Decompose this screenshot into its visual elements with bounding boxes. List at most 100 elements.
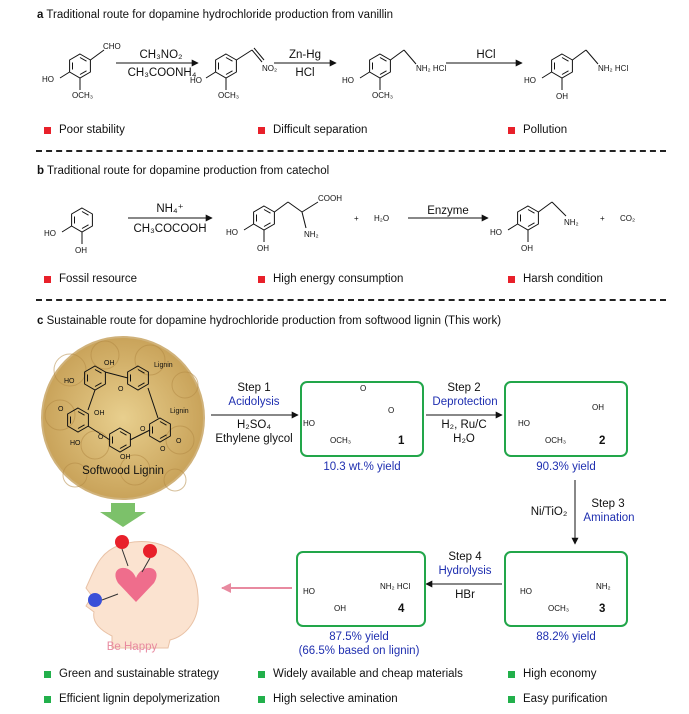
arrow-a2-top: Zn-Hg [289,49,321,61]
step3-reagent: Ni/TiO₂ [530,506,568,518]
lignin-atom: O [98,434,104,441]
chem-och3: OCH₃ [72,91,94,100]
be-happy-label: Be Happy [106,641,158,653]
section-a-title: a Traditional route for dopamine hydroch… [37,9,394,21]
chem-ho: HO [42,75,54,84]
note-harsh-condition: Harsh condition [508,273,603,285]
chem-och3: OCH₃ [330,436,352,445]
arrow-b2-top: Enzyme [427,205,469,217]
chem-cho: CHO [103,42,121,51]
note-poor-stability: Poor stability [44,124,125,136]
note-fossil-resource: Fossil resource [44,273,137,285]
step2-reagent: H₂O [453,433,475,445]
chem-oh: OH [75,246,87,255]
note-high-economy: High economy [508,668,597,680]
note-efficient-depolymerization: Efficient lignin depolymerization [44,693,220,705]
step1-name: Step 1 [237,382,271,394]
compound-3-number: 3 [599,603,606,615]
chem-ho: HO [524,76,536,85]
divider-ab [36,150,666,152]
lignin-label-small: Lignin [170,408,189,415]
step4-type: Hydrolysis [438,565,492,577]
catechol-molecule [61,207,93,244]
chem-oh: OH [556,92,568,101]
chem-ho: HO [520,587,532,596]
chem-o: O [360,384,367,393]
compound-2-box [504,381,628,457]
chem-ho: HO [190,76,202,85]
chem-oh: OH [334,604,346,613]
softwood-lignin-label: Softwood Lignin [82,465,164,477]
chem-ho: HO [303,419,315,428]
chem-nh2hcl: NH₂ HCl [416,64,447,73]
chem-och3: OCH₃ [372,91,394,100]
chem-nh2hcl: NH₂ HCl [380,582,411,591]
compound-3-yield: 88.2% yield [536,631,596,643]
compound-4-number: 4 [398,603,405,615]
arrow-b1-bottom: CH₃COCOOH [133,223,207,235]
chem-cooh: COOH [318,194,342,203]
step4-reagent: HBr [455,589,475,601]
chem-oh: OH [521,244,533,253]
chem-ho: HO [226,228,238,237]
arrow-a2-bottom: HCl [295,67,315,79]
arrow-a1-top: CH₃NO₂ [139,49,183,61]
chem-h2o: H₂O [374,214,390,223]
step2-reagent: H₂, Ru/C [441,419,487,431]
chem-nh2: NH₂ [564,218,579,227]
note-green-strategy: Green and sustainable strategy [44,668,219,680]
chem-oh: OH [592,403,604,412]
compound-1-yield: 10.3 wt.% yield [323,461,401,473]
dopamine-hcl-a-molecule [541,49,599,90]
dopa-molecule [243,201,319,242]
note-selective-amination: High selective amination [258,693,398,705]
chem-nh2hcl: NH₂ HCl [598,64,629,73]
dopamine-b-molecule [507,201,567,242]
vanillin-molecule [59,49,105,90]
plus-sign: + [600,214,605,223]
compound-4-box [296,551,426,627]
compound-1-number: 1 [398,435,405,447]
chem-nh2: NH₂ [304,230,319,239]
chem-och3: OCH₃ [548,604,570,613]
chem-ho: HO [303,587,315,596]
chem-ho: HO [518,419,530,428]
lignin-atom: O [58,406,64,413]
arrow-a1-bottom: CH₃COONH₄ [127,67,197,79]
chem-nh2: NH₂ [596,582,611,591]
arrow-b1-top: NH₄⁺ [156,203,184,215]
compound-4-yield: 87.5% yield [329,631,389,643]
step1-type: Acidolysis [228,396,280,408]
chem-ho: HO [44,229,56,238]
note-cheap-materials: Widely available and cheap materials [258,668,463,680]
step2-type: Deprotection [432,396,498,408]
arrow-a3-top: HCl [476,49,496,61]
lignin-atom: O [176,438,182,445]
note-difficult-separation: Difficult separation [258,124,367,136]
softwood-lignin-illustration [41,336,205,500]
compound-4-yield-lignin: (66.5% based on lignin) [298,645,420,657]
compound-1-box [300,381,424,457]
chem-o: O [388,406,395,415]
lignin-atom: O [140,426,146,433]
plus-sign: + [354,214,359,223]
step4-name: Step 4 [448,551,482,563]
methoxydopamine-a-molecule [359,49,417,90]
lignin-atom: OH [94,410,105,417]
note-high-energy: High energy consumption [258,273,403,285]
step1-reagent: H₂SO₄ [236,419,272,431]
compound-3-box [504,551,628,627]
step1-reagent: Ethylene glycol [215,433,293,445]
note-easy-purification: Easy purification [508,693,607,705]
lignin-atom: OH [120,454,131,461]
section-b-title: b Traditional route for dopamine product… [37,165,330,177]
step3-type: Amination [583,512,635,524]
note-pollution: Pollution [508,124,567,136]
lignin-atom: HO [64,378,75,385]
step3-name: Step 3 [591,498,625,510]
step2-name: Step 2 [447,382,481,394]
lignin-label-small: Lignin [154,362,173,369]
chem-oh: OH [257,244,269,253]
lignin-atom: O [118,386,124,393]
